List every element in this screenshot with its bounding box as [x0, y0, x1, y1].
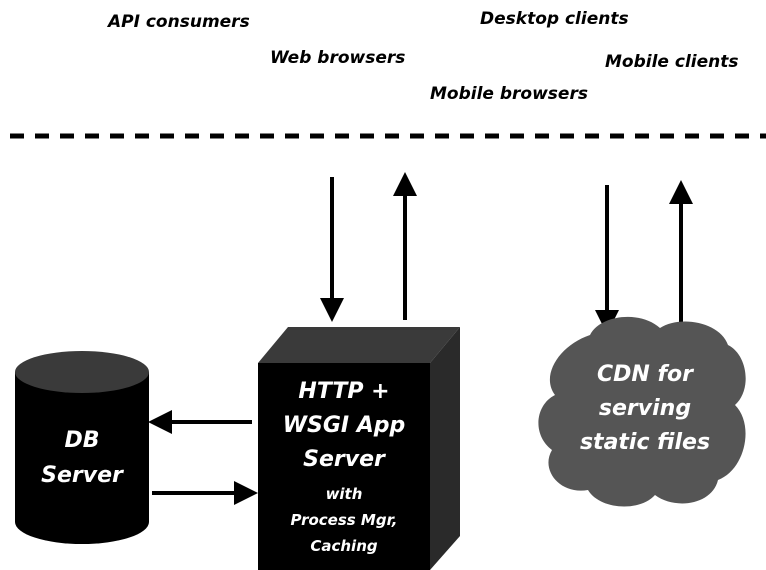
app-server-label-line5: Process Mgr, [291, 511, 398, 529]
arrow-db-to-app [152, 481, 258, 505]
label-web-browsers: Web browsers [270, 48, 405, 68]
arrow-request-app-server [320, 177, 344, 322]
app-server-label-line2: WSGI App [283, 413, 406, 438]
cdn-label-line1: CDN for [597, 362, 694, 387]
cdn-label-line2: serving [599, 396, 691, 421]
app-server-box-front [258, 363, 430, 570]
db-server-label-line2: Server [41, 463, 124, 488]
app-server-label-line6: Caching [310, 537, 378, 555]
arrow-app-to-db [148, 410, 252, 434]
label-desktop-clients: Desktop clients [480, 9, 629, 29]
db-server-cylinder: DB Server [15, 351, 149, 544]
cdn-cloud-shape [538, 316, 746, 507]
app-server-box-top [258, 327, 460, 363]
cdn-cloud: CDN for serving static files [538, 316, 746, 507]
db-server-label-line1: DB [64, 428, 99, 453]
app-server-box: HTTP + WSGI App Server with Process Mgr,… [258, 327, 460, 570]
arrow-response-app-server [393, 172, 417, 320]
app-server-box-side [430, 327, 460, 570]
app-server-label-line1: HTTP + [298, 379, 389, 404]
arrow-request-cdn [595, 185, 619, 334]
app-server-label-line3: Server [303, 447, 386, 472]
cdn-label-line3: static files [580, 430, 710, 455]
label-api-consumers: API consumers [106, 12, 250, 32]
label-mobile-browsers: Mobile browsers [430, 84, 588, 104]
arrow-response-cdn [669, 180, 693, 327]
label-mobile-clients: Mobile clients [605, 52, 738, 72]
app-server-label-line4: with [326, 485, 363, 503]
